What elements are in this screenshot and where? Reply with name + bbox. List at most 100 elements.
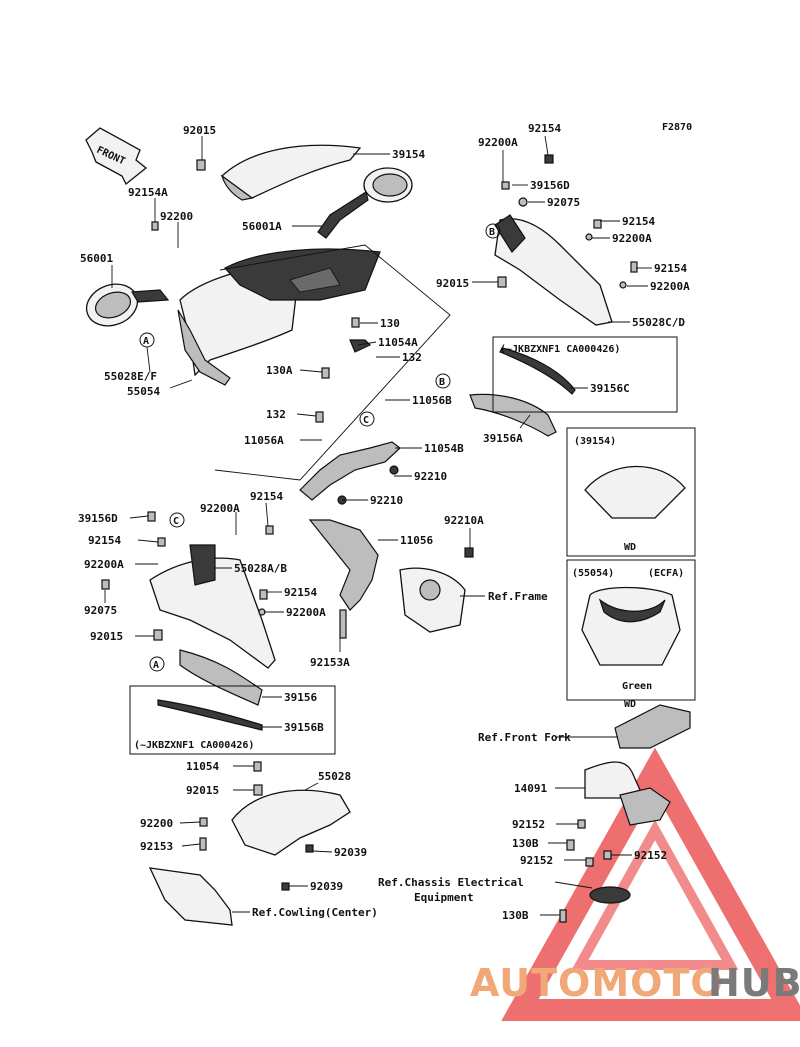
note-right-text: (~JKBZXNF1 CA000426) xyxy=(500,344,620,355)
callout-c-mid: C xyxy=(359,411,375,427)
label-130B-a: 130B xyxy=(512,837,539,850)
svg-text:B: B xyxy=(489,227,495,238)
upper-cowl-right-part xyxy=(494,214,613,326)
label-92154-l2: 92154 xyxy=(88,534,121,547)
svg-text:Green: Green xyxy=(622,681,652,692)
svg-text:WD: WD xyxy=(624,542,636,553)
label-55028CD: 55028C/D xyxy=(632,316,685,329)
svg-text:A: A xyxy=(153,660,159,671)
label-14091: 14091 xyxy=(514,782,547,795)
callout-b-right: B xyxy=(485,223,501,239)
label-92200A-r3: 92200A xyxy=(650,280,690,293)
label-92153: 92153 xyxy=(140,840,173,853)
label-55028EF: 55028E/F xyxy=(104,370,157,383)
stay-bracket-part xyxy=(299,339,466,633)
label-130B-b: 130B xyxy=(502,909,529,922)
label-39154-top: 39154 xyxy=(392,148,425,161)
windshield-inset-part xyxy=(584,465,686,519)
label-92153A: 92153A xyxy=(310,656,350,669)
label-92015-mid: 92015 xyxy=(436,277,469,290)
garnish-right-part xyxy=(469,347,576,437)
label-92200-top: 92200 xyxy=(160,210,193,223)
callout-b-mid: B xyxy=(435,373,451,389)
front-fork-part xyxy=(584,704,691,904)
label-39156D-l: 39156D xyxy=(78,512,118,525)
cowl-inset-variant: WD xyxy=(624,699,636,710)
windshield-part xyxy=(220,144,362,201)
label-132-b: 132 xyxy=(266,408,286,421)
label-55028AB: 55028A/B xyxy=(234,562,287,575)
assembly-guide-lines xyxy=(214,244,451,481)
callout-a-left: A xyxy=(149,656,165,672)
label-11054: 11054 xyxy=(186,760,219,773)
label-92154A: 92154A xyxy=(128,186,168,199)
label-92200A-r1: 92200A xyxy=(478,136,518,149)
label-132-a: 132 xyxy=(402,351,422,364)
svg-text:(39154): (39154) xyxy=(574,436,616,447)
ref-chassis-label-2: Equipment xyxy=(414,891,474,904)
label-11054B: 11054B xyxy=(424,442,464,455)
note-box-left: (~JKBZXNF1 CA000426) xyxy=(129,685,336,755)
watermark-text-1: AUTOMOTO xyxy=(470,961,724,1005)
label-92154-r3: 92154 xyxy=(654,262,687,275)
leader-lines xyxy=(104,135,652,916)
cowl-inset-part xyxy=(581,586,681,666)
note-box-right: (~JKBZXNF1 CA000426) xyxy=(492,336,678,413)
label-92200A-l3: 92200A xyxy=(286,606,326,619)
label-92039-a: 92039 xyxy=(334,846,367,859)
watermark-text: AUTOMOTO HUB xyxy=(470,961,800,1005)
label-92210A: 92210A xyxy=(444,514,484,527)
label-92154-l3: 92154 xyxy=(284,586,317,599)
ref-cowling-center-label: Ref.Cowling(Center) xyxy=(252,906,378,919)
label-55028: 55028 xyxy=(318,770,351,783)
inner-cowl-left-part xyxy=(149,544,276,669)
callout-c-left: C xyxy=(169,512,185,528)
figure-code: F2870 xyxy=(662,122,692,133)
svg-text:A: A xyxy=(143,336,149,347)
svg-text:B: B xyxy=(439,377,445,388)
svg-text:(ECFA): (ECFA) xyxy=(648,568,684,579)
svg-text:C: C xyxy=(173,516,179,527)
label-92015-l: 92015 xyxy=(90,630,123,643)
svg-text:(55054): (55054) xyxy=(572,568,614,579)
label-92075-l: 92075 xyxy=(84,604,117,617)
label-92200A-l1: 92200A xyxy=(200,502,240,515)
mirror-left-part xyxy=(85,283,170,327)
ref-front-fork-label: Ref.Front Fork xyxy=(478,731,571,744)
part-labels: 92015 39154 92154A 92200 56001A 56001 55… xyxy=(78,122,690,922)
label-92039-b: 92039 xyxy=(310,880,343,893)
watermark-text-2: HUB xyxy=(708,961,800,1005)
mirror-right-part xyxy=(317,167,413,239)
svg-text:C: C xyxy=(363,415,369,426)
label-11056A: 11056A xyxy=(244,434,284,447)
label-92210-b: 92210 xyxy=(370,494,403,507)
label-39156D-r: 39156D xyxy=(530,179,570,192)
callout-a-top: A xyxy=(139,332,155,348)
label-92154-l1: 92154 xyxy=(250,490,283,503)
label-92200A-r2: 92200A xyxy=(612,232,652,245)
label-92154-r2: 92154 xyxy=(622,215,655,228)
label-39156B: 39156B xyxy=(284,721,324,734)
garnish-part xyxy=(157,649,263,731)
label-92200-b: 92200 xyxy=(140,817,173,830)
label-130: 130 xyxy=(380,317,400,330)
label-39156C: 39156C xyxy=(590,382,630,395)
note-left-text: (~JKBZXNF1 CA000426) xyxy=(134,740,254,751)
ref-chassis-label-1: Ref.Chassis Electrical xyxy=(378,876,524,889)
label-92152-a: 92152 xyxy=(512,818,545,831)
windshield-inset: (39154) WD xyxy=(566,427,696,557)
label-11054A: 11054A xyxy=(378,336,418,349)
lower-cowl-part xyxy=(148,789,351,926)
label-92015-b: 92015 xyxy=(186,784,219,797)
label-92015-top: 92015 xyxy=(183,124,216,137)
label-92154-r1: 92154 xyxy=(528,122,561,135)
label-92152-b: 92152 xyxy=(520,854,553,867)
label-130A: 130A xyxy=(266,364,293,377)
label-11056: 11056 xyxy=(400,534,433,547)
label-92200A-l2: 92200A xyxy=(84,558,124,571)
label-39156: 39156 xyxy=(284,691,317,704)
label-92210-a: 92210 xyxy=(414,470,447,483)
label-39156A: 39156A xyxy=(483,432,523,445)
label-92075-r: 92075 xyxy=(547,196,580,209)
